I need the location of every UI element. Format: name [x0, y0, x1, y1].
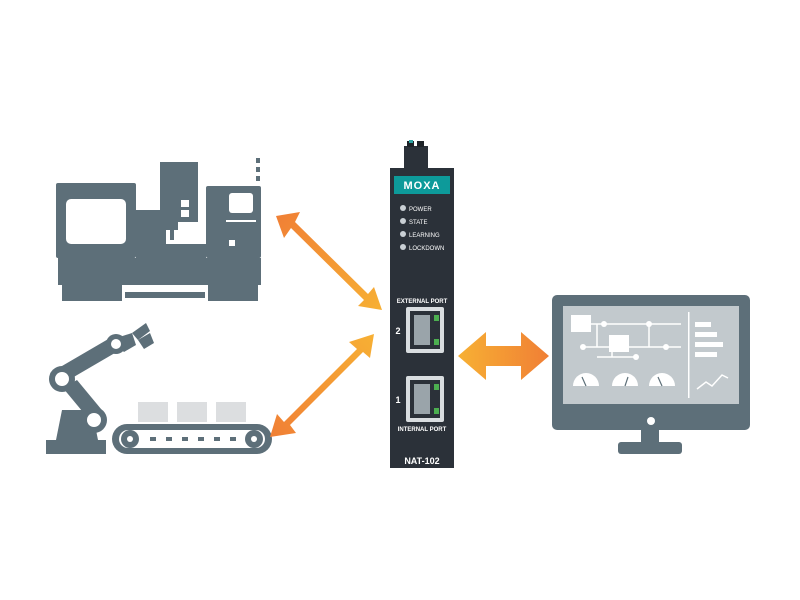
conveyor-belt-icon [112, 402, 272, 454]
model-label: NAT-102 [404, 456, 439, 466]
ethernet-port-1-icon [406, 376, 444, 422]
external-port-label: EXTERNAL PORT [397, 299, 448, 305]
brand-badge [394, 176, 450, 194]
internal-port-label: INTERNAL PORT [398, 427, 447, 433]
arrow-device-to-monitor [458, 332, 549, 380]
ethernet-port-2-icon [406, 307, 444, 353]
brand-label: MOXA [404, 180, 441, 192]
lockdown-led-icon [400, 244, 406, 250]
state-led-icon [400, 218, 406, 224]
robot-arm-icon [46, 323, 154, 454]
led-label-power: POWER [409, 207, 432, 213]
arrow-conveyor-to-device [270, 334, 374, 437]
nat-device: MOXA POWER STATE LEARNING LOCKDOWN EXTER… [390, 140, 454, 468]
cnc-machine-icon [56, 158, 261, 301]
monitor-dashboard-icon [552, 295, 750, 454]
port-1-number: 1 [395, 395, 400, 405]
arrow-cnc-to-device [276, 212, 382, 310]
led-label-state: STATE [409, 220, 427, 226]
led-label-lockdown: LOCKDOWN [409, 246, 444, 252]
led-label-learning: LEARNING [409, 233, 440, 239]
port-2-number: 2 [395, 326, 400, 336]
power-led-icon [400, 205, 406, 211]
learning-led-icon [400, 231, 406, 237]
